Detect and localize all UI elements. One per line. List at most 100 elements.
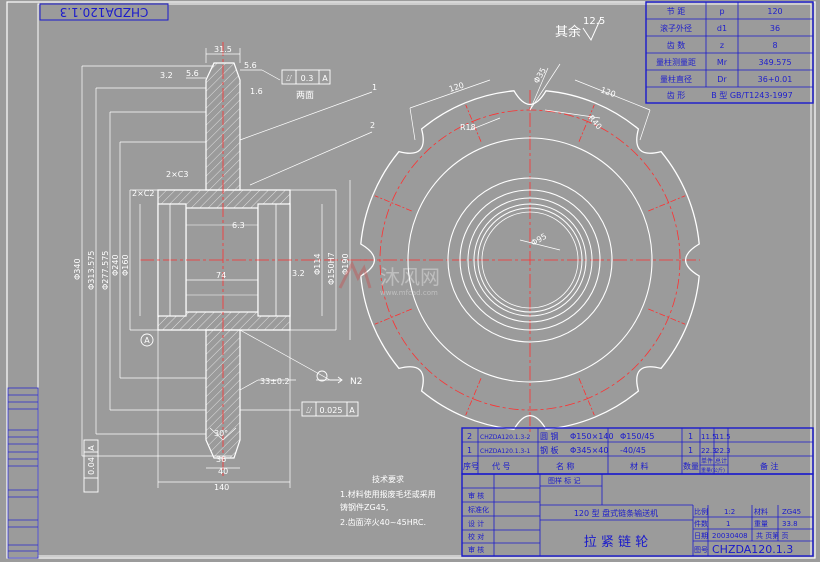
param-value-2: 8: [772, 41, 777, 50]
part-material-2: Φ150/45: [620, 432, 654, 441]
flat-left-ref: A: [87, 445, 96, 451]
dim-angle-30: 30°: [214, 429, 228, 438]
header-code: 代 号: [492, 461, 511, 471]
weight-label: 重量: [754, 520, 768, 528]
project-name: 120 型 盘式链条输送机: [574, 508, 658, 518]
role-0: 审 核: [468, 491, 484, 500]
part-spec-2: Φ150×140: [570, 432, 614, 441]
dim-d150: Φ150H7: [327, 252, 336, 285]
dim-d160: Φ160: [121, 254, 130, 276]
mirrored-number-box: CHZDA120.1.3: [39, 3, 169, 21]
material-label: 材料: [754, 507, 768, 516]
dim-chamfer-2x2: 2×C2: [132, 189, 154, 198]
param-value-3: 349.575: [758, 58, 791, 67]
tooth-centerline: [578, 378, 595, 416]
param-value-4: 36+0.01: [758, 75, 793, 84]
notes-line-0: 1.材料使用报废毛坯或采用: [340, 489, 436, 499]
runout-frame: ⌰ 0.025 A: [301, 401, 359, 417]
dim-width-40: 40: [218, 467, 228, 476]
dim-d240: Φ240: [111, 254, 120, 276]
design-status: 图样 标 记: [548, 476, 580, 485]
qty-label: 件数: [694, 519, 708, 528]
flat-tol: 0.3: [301, 74, 314, 83]
header-note: 备 注: [760, 461, 779, 471]
tooth-centerline: [578, 104, 595, 142]
radius-r18: R18: [460, 123, 476, 132]
n2-symbol: N2: [316, 370, 362, 387]
sprocket-outline: [360, 90, 700, 430]
front-view-dimensions: [409, 63, 651, 251]
roughness-default-label: 其余: [555, 24, 581, 40]
runout-ref: A: [349, 406, 355, 415]
date-label: 日期: [694, 532, 708, 540]
part-name-1: 钢 板: [540, 445, 559, 455]
section-dimension-lines: [81, 48, 373, 488]
tooth-centerline: [648, 195, 686, 212]
param-symbol-4: Dr: [717, 75, 727, 84]
param-table: 节 距 p 120 滚子外径 d1 36 齿 数 z 8 量柱测量距 Mr 34…: [645, 1, 814, 104]
param-symbol-1: d1: [717, 24, 727, 33]
leader-2: 2: [370, 121, 375, 130]
section-dim-texts: 31.5 5.6 5.6 Φ340 Φ313.575 Φ277.575 Φ240…: [73, 45, 377, 492]
dim-chamfer-right: 5.6: [244, 61, 257, 70]
tooth-centerline: [648, 308, 686, 325]
part-code-2: CHZDA120.1.3-2: [480, 434, 530, 441]
flatness-frame-top: ⌰ 0.3 A 两面: [281, 69, 331, 101]
tooth-centerline: [374, 195, 412, 212]
part-w2-1: 22.3: [715, 447, 731, 455]
svg-text:⌰: ⌰: [306, 406, 312, 416]
part-spec-1: Φ345×40: [570, 446, 608, 455]
dim-d114: Φ114: [313, 253, 322, 275]
dim-chamfer-2x3: 2×C3: [166, 170, 188, 179]
runout-value: 0.025: [320, 406, 343, 415]
param-name-3: 量柱测量距: [656, 57, 696, 67]
dim-width-140: 140: [214, 483, 229, 492]
dim-d340: Φ340: [73, 258, 82, 280]
svg-text:⌰: ⌰: [286, 74, 292, 84]
role-2: 设 计: [468, 519, 484, 528]
dim-groove: 3.2: [292, 269, 305, 278]
flat-ref: A: [322, 74, 328, 83]
header-total: 总计: [715, 457, 727, 465]
title-block: 审 核 标准化 设 计 校 对 审 核 图样 标 记 比例 1:2 材料 ZG4…: [461, 473, 814, 557]
section-view: [140, 42, 370, 478]
param-symbol-0: p: [719, 7, 724, 16]
tooth-centerline: [465, 104, 482, 142]
sheet-label: 共 页第 页: [756, 531, 788, 540]
left-side-table: [7, 387, 39, 559]
dim-d190: Φ190: [341, 253, 350, 275]
material-value: ZG45: [782, 508, 801, 516]
scale-label: 比例: [694, 507, 708, 516]
role-3: 校 对: [468, 532, 484, 541]
header-single: 单件: [701, 457, 713, 465]
default-roughness: 其余 12.5: [555, 16, 605, 42]
param-name-5: 齿 形: [667, 91, 686, 100]
mirrored-number: CHZDA120.1.3: [60, 5, 149, 19]
flatness-frame-left: 0.04 A: [83, 439, 99, 493]
leader-1: 1: [372, 83, 377, 92]
part-qty-2: 1: [688, 432, 693, 441]
header-qty: 数量: [683, 461, 699, 471]
header-material: 材 料: [630, 461, 649, 471]
part-code-1: CHZDA120.1.3-1: [480, 448, 530, 455]
param-name-1: 滚子外径: [660, 23, 692, 33]
scale-value: 1:2: [724, 508, 735, 516]
part-material-1: -40/45: [620, 446, 646, 455]
part-w2-2: 11.5: [715, 433, 731, 441]
pitch-left: 120: [448, 81, 465, 94]
dim-width-36: 36: [216, 455, 226, 464]
header-name: 名 称: [556, 461, 575, 471]
param-value-5: B 型 GB/T1243-1997: [711, 91, 792, 100]
date-value: 20030408: [712, 532, 748, 540]
part-no-1: 1: [467, 446, 472, 455]
drawing-border-inner: [37, 3, 812, 557]
drawing-code: CHZDA120.1.3: [712, 543, 793, 556]
header-weight: 重量(公斤): [701, 467, 725, 474]
parts-list: 2 CHZDA120.1.3-2 圆 钢 Φ150×140 Φ150/45 1 …: [461, 427, 814, 475]
role-1: 标准化: [468, 505, 489, 514]
datum-a-label: A: [144, 336, 150, 345]
dim-bore-length: 74: [216, 271, 226, 280]
header-no: 序号: [463, 461, 479, 471]
dim-chamfer-left: 5.6: [186, 69, 199, 78]
param-value-1: 36: [770, 24, 780, 33]
